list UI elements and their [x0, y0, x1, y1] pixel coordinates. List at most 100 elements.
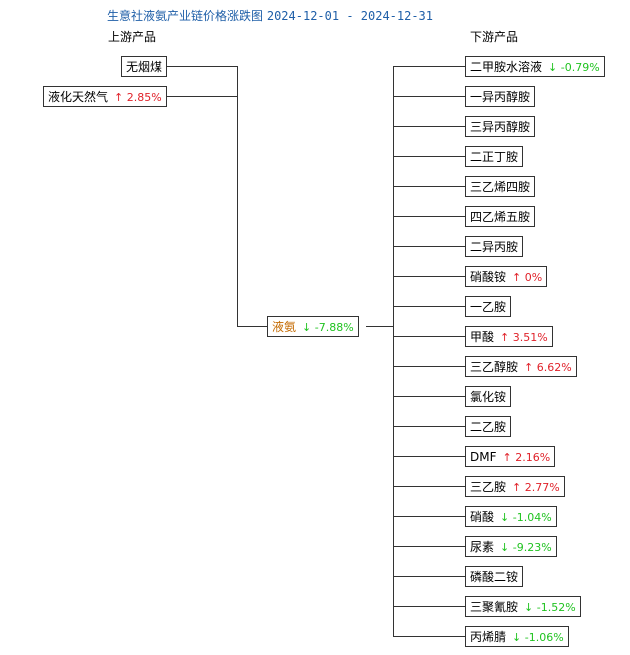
node-label: 四乙烯五胺	[470, 210, 531, 224]
downstream-connector	[393, 336, 465, 337]
downstream-node[interactable]: DMF ↑ 2.16%	[465, 446, 556, 467]
title-text: 生意社液氨产业链价格涨跌图	[107, 9, 264, 23]
downstream-connector	[393, 546, 465, 547]
arrow-up-icon: ↑	[524, 361, 534, 374]
title-date-range: 2024-12-01 - 2024-12-31	[266, 9, 434, 23]
downstream-node[interactable]: 一乙胺	[465, 296, 512, 317]
node-label: 磷酸二铵	[470, 570, 519, 584]
downstream-node[interactable]: 二乙胺	[465, 416, 512, 437]
change-up: ↑ 0%	[512, 271, 542, 284]
downstream-node[interactable]: 磷酸二铵	[465, 566, 524, 587]
change-value: -9.23%	[509, 541, 552, 554]
downstream-node[interactable]: 四乙烯五胺	[465, 206, 536, 227]
downstream-connector	[393, 246, 465, 247]
downstream-node[interactable]: 二甲胺水溶液 ↓ -0.79%	[465, 56, 605, 77]
downstream-label: 下游产品	[470, 30, 519, 44]
downstream-node[interactable]: 尿素 ↓ -9.23%	[465, 536, 557, 557]
change-value: 2.16%	[511, 451, 551, 464]
arrow-down-icon: ↓	[524, 601, 534, 614]
downstream-node[interactable]: 一异丙醇胺	[465, 86, 536, 107]
downstream-connector	[393, 186, 465, 187]
downstream-node[interactable]: 硝酸 ↓ -1.04%	[465, 506, 557, 527]
center-connector-left	[237, 326, 267, 327]
downstream-trunk	[393, 66, 394, 637]
node-label: 三乙醇胺	[470, 360, 519, 374]
node-label: 硝酸铵	[470, 270, 507, 284]
change-value: -1.04%	[509, 511, 552, 524]
node-label: 尿素	[470, 540, 495, 554]
downstream-connector	[393, 156, 465, 157]
node-label: 三聚氰胺	[470, 600, 519, 614]
downstream-connector	[393, 126, 465, 127]
node-label: 氯化铵	[470, 390, 507, 404]
upstream-label: 上游产品	[108, 30, 157, 44]
arrow-up-icon: ↑	[114, 91, 124, 104]
downstream-connector	[393, 306, 465, 307]
arrow-up-icon: ↑	[502, 451, 512, 464]
downstream-node[interactable]: 三聚氰胺 ↓ -1.52%	[465, 596, 581, 617]
downstream-connector	[393, 66, 465, 67]
downstream-connector	[393, 516, 465, 517]
upstream-connector	[167, 96, 237, 97]
node-label: 二异丙胺	[470, 240, 519, 254]
downstream-node[interactable]: 氯化铵	[465, 386, 512, 407]
arrow-down-icon: ↓	[500, 511, 510, 524]
arrow-up-icon: ↑	[500, 331, 510, 344]
downstream-connector	[393, 486, 465, 487]
arrow-down-icon: ↓	[302, 321, 312, 334]
change-value: 6.62%	[533, 361, 572, 374]
node-label: 无烟煤	[126, 60, 163, 74]
change-down: ↓ -1.52%	[524, 601, 576, 614]
change-up: ↑ 2.16%	[503, 451, 551, 464]
node-label: 三乙烯四胺	[470, 180, 531, 194]
change-down: ↓ -1.04%	[500, 511, 552, 524]
downstream-node[interactable]: 三异丙醇胺	[465, 116, 536, 137]
node-label: 二正丁胺	[470, 150, 519, 164]
node-label: 液氨	[272, 320, 297, 334]
change-down: ↓ -0.79%	[548, 61, 600, 74]
change-up: ↑ 2.77%	[512, 481, 560, 494]
downstream-node[interactable]: 二正丁胺	[465, 146, 524, 167]
downstream-node[interactable]: 三乙烯四胺	[465, 176, 536, 197]
arrow-down-icon: ↓	[548, 61, 558, 74]
node-label: 三乙胺	[470, 480, 507, 494]
change-down: ↓ -1.06%	[512, 631, 564, 644]
change-value: -1.06%	[521, 631, 564, 644]
change-value: -7.88%	[311, 321, 354, 334]
node-label: 甲酸	[470, 330, 495, 344]
change-down: ↓ -7.88%	[302, 321, 354, 334]
downstream-node[interactable]: 甲酸 ↑ 3.51%	[465, 326, 553, 347]
node-label: DMF	[470, 450, 497, 464]
upstream-trunk	[237, 66, 238, 327]
downstream-connector	[393, 426, 465, 427]
node-label: 二甲胺水溶液	[470, 60, 543, 74]
change-value: 0%	[521, 271, 543, 284]
upstream-node[interactable]: 液化天然气↑ 2.85%	[43, 86, 167, 107]
upstream-node[interactable]: 无烟煤	[121, 56, 168, 77]
center-node[interactable]: 液氨 ↓ -7.88%	[267, 316, 359, 337]
node-label: 硝酸	[470, 510, 495, 524]
downstream-node[interactable]: 三乙醇胺 ↑ 6.62%	[465, 356, 577, 377]
arrow-down-icon: ↓	[512, 631, 522, 644]
upstream-connector	[167, 66, 237, 67]
page-title: 生意社液氨产业链价格涨跌图 2024-12-01 - 2024-12-31	[107, 7, 433, 24]
node-label: 二乙胺	[470, 420, 507, 434]
downstream-connector	[393, 366, 465, 367]
downstream-node[interactable]: 二异丙胺	[465, 236, 524, 257]
change-value: -1.52%	[533, 601, 576, 614]
change-up: ↑ 2.85%	[114, 91, 162, 104]
change-up: ↑ 6.62%	[524, 361, 572, 374]
downstream-connector	[393, 636, 465, 637]
downstream-connector	[393, 576, 465, 577]
change-down: ↓ -9.23%	[500, 541, 552, 554]
change-value: 3.51%	[509, 331, 548, 344]
downstream-connector	[393, 456, 465, 457]
node-label: 一乙胺	[470, 300, 507, 314]
downstream-node[interactable]: 丙烯腈↓ -1.06%	[465, 626, 569, 647]
downstream-node[interactable]: 三乙胺 ↑ 2.77%	[465, 476, 565, 497]
downstream-connector	[393, 216, 465, 217]
downstream-node[interactable]: 硝酸铵 ↑ 0%	[465, 266, 548, 287]
downstream-connector	[393, 276, 465, 277]
change-value: 2.77%	[521, 481, 560, 494]
arrow-down-icon: ↓	[500, 541, 510, 554]
